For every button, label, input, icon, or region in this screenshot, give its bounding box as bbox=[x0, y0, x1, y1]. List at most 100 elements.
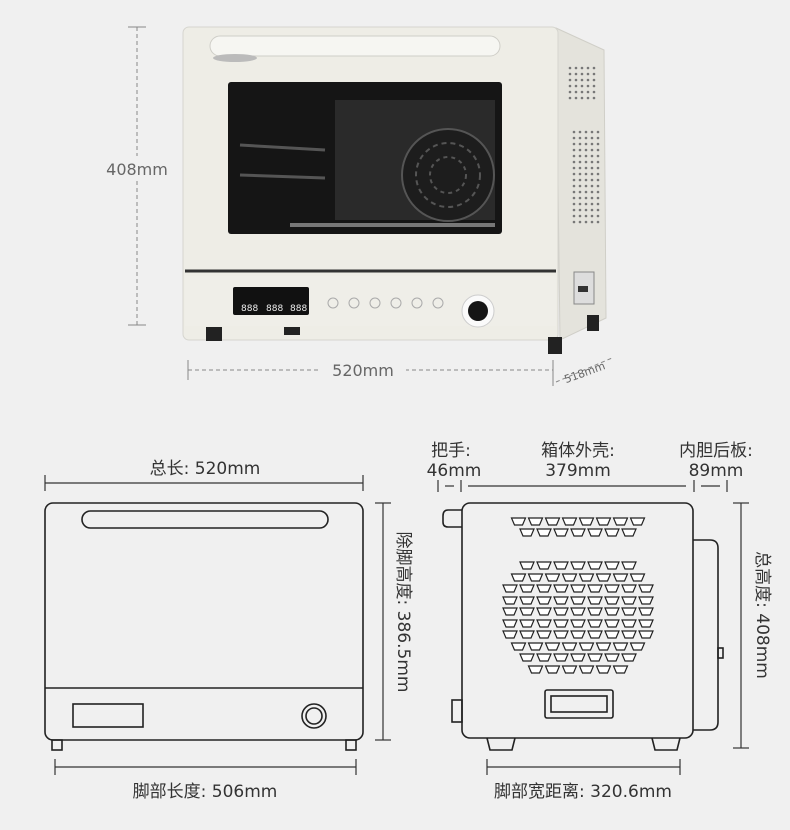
vent-hole bbox=[590, 160, 594, 164]
vent-slot bbox=[570, 630, 586, 639]
vent-slot bbox=[604, 561, 620, 570]
vent-slot bbox=[544, 517, 561, 526]
vent-hole bbox=[596, 136, 600, 140]
vent-hole bbox=[568, 84, 572, 88]
label-bg bbox=[388, 528, 412, 708]
vent-hole bbox=[574, 66, 578, 70]
side-slot bbox=[544, 689, 614, 719]
vent-slot bbox=[587, 607, 603, 616]
vent-hole bbox=[584, 142, 588, 146]
vent-slot bbox=[621, 584, 637, 593]
vent-hole bbox=[572, 172, 576, 176]
vent-hole bbox=[584, 214, 588, 218]
vent-hole bbox=[584, 208, 588, 212]
vent-slot bbox=[595, 517, 612, 526]
vent-slot bbox=[561, 642, 578, 651]
vent-slot bbox=[510, 517, 527, 526]
vent-slot bbox=[629, 517, 646, 526]
vent-hole bbox=[590, 148, 594, 152]
vent-hole bbox=[596, 166, 600, 170]
vent-slot bbox=[570, 596, 586, 605]
vent-hole bbox=[572, 196, 576, 200]
vent-hole bbox=[578, 184, 582, 188]
vent-hole bbox=[572, 160, 576, 164]
vent-slot bbox=[502, 630, 518, 639]
vent-slot bbox=[604, 653, 620, 662]
back-panel-value: 89mm bbox=[689, 461, 744, 481]
touch-key[interactable] bbox=[432, 297, 444, 309]
vent-hole bbox=[590, 130, 594, 134]
vent-slot bbox=[604, 584, 620, 593]
vent-hole bbox=[584, 130, 588, 134]
vent-slot bbox=[536, 653, 552, 662]
vent-slot bbox=[544, 642, 561, 651]
vent-hole bbox=[572, 166, 576, 170]
vent-slot bbox=[519, 561, 535, 570]
touch-key[interactable] bbox=[390, 297, 402, 309]
vent-slot bbox=[621, 561, 637, 570]
vent-slot bbox=[612, 642, 629, 651]
touch-key[interactable] bbox=[369, 297, 381, 309]
vent-hole bbox=[584, 178, 588, 182]
vent-slot bbox=[629, 573, 646, 582]
vent-hole bbox=[578, 172, 582, 176]
total-height-label: 总高度: 408mm bbox=[752, 551, 772, 679]
oven-photo: 888 888 888 bbox=[182, 26, 607, 354]
handle-outline bbox=[442, 509, 462, 528]
display-digits: 888 bbox=[266, 304, 283, 314]
vent-slot bbox=[553, 653, 569, 662]
vent-hole bbox=[578, 148, 582, 152]
vent-hole bbox=[592, 84, 596, 88]
vent-hole bbox=[584, 160, 588, 164]
vent-slot bbox=[519, 607, 535, 616]
back-panel-label: 内胆后板: bbox=[679, 441, 753, 461]
vent-slot bbox=[587, 528, 603, 537]
vent-slot bbox=[578, 517, 595, 526]
vent-hole bbox=[574, 96, 578, 100]
touch-key[interactable] bbox=[327, 297, 339, 309]
vent-slot bbox=[544, 573, 561, 582]
vent-hole bbox=[578, 208, 582, 212]
vent-slot bbox=[612, 573, 629, 582]
vent-hole bbox=[578, 166, 582, 170]
side-outline bbox=[461, 502, 694, 739]
vent-hole bbox=[596, 214, 600, 218]
knob-outline bbox=[301, 703, 327, 729]
vent-hole bbox=[592, 90, 596, 94]
vent-slot bbox=[519, 596, 535, 605]
vent-hole bbox=[584, 220, 588, 224]
vent-slot bbox=[502, 584, 518, 593]
foot-outline bbox=[486, 737, 516, 751]
side-vents bbox=[568, 66, 600, 224]
vent-slot bbox=[604, 619, 620, 628]
front-handle bbox=[81, 510, 329, 529]
vent-hole bbox=[590, 166, 594, 170]
vent-hole bbox=[584, 190, 588, 194]
vent-hole bbox=[572, 214, 576, 218]
vent-slot bbox=[536, 528, 552, 537]
back-handle-outline bbox=[693, 539, 719, 731]
depth-label: 518mm bbox=[563, 359, 607, 386]
vent-hole bbox=[596, 154, 600, 158]
foot bbox=[548, 337, 562, 354]
vent-slot bbox=[578, 573, 595, 582]
vent-slot bbox=[510, 573, 527, 582]
vent-hole bbox=[572, 220, 576, 224]
foot-outline bbox=[51, 739, 63, 751]
side-handle-slot bbox=[578, 286, 588, 292]
vent-slot bbox=[638, 630, 654, 639]
vent-slot bbox=[570, 653, 586, 662]
vent-slot bbox=[629, 642, 646, 651]
vent-hole bbox=[596, 142, 600, 146]
touch-key[interactable] bbox=[411, 297, 423, 309]
vent-slot bbox=[553, 561, 569, 570]
touch-key[interactable] bbox=[348, 297, 360, 309]
vent-hole bbox=[568, 96, 572, 100]
vent-hole bbox=[572, 136, 576, 140]
vent-hole bbox=[590, 172, 594, 176]
vent-hole bbox=[592, 78, 596, 82]
vent-slot bbox=[638, 607, 654, 616]
vent-slot bbox=[519, 584, 535, 593]
vent-hole bbox=[590, 208, 594, 212]
vent-hole bbox=[574, 90, 578, 94]
